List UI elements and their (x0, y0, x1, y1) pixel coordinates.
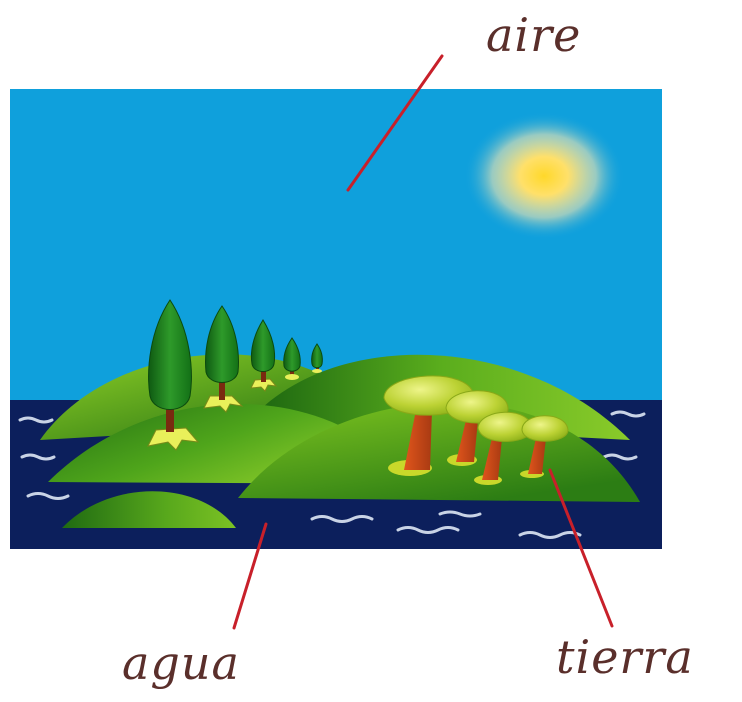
label-air: aire (486, 12, 581, 58)
label-land: tierra (556, 634, 694, 680)
sun (464, 112, 624, 240)
label-water: agua (122, 640, 240, 686)
